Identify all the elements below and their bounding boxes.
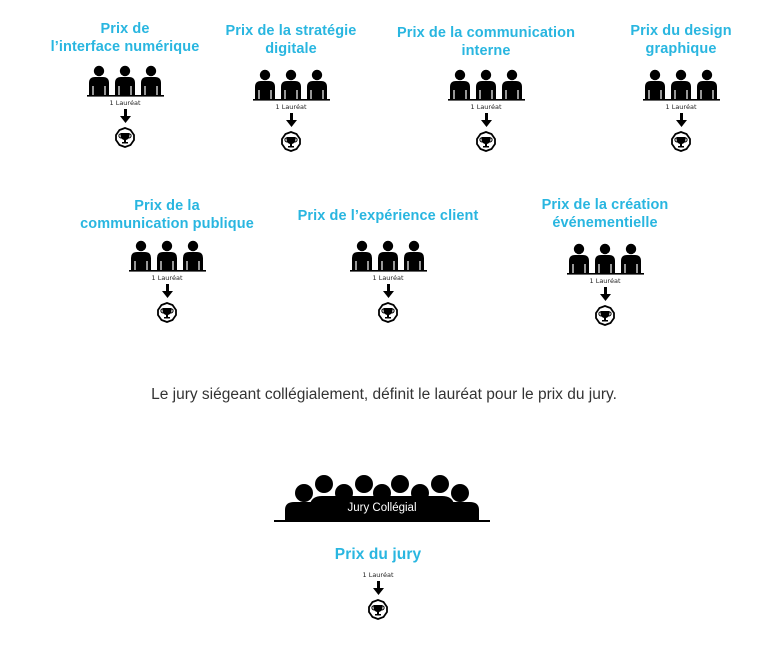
laureat-label: 1 Lauréat <box>151 274 183 282</box>
prize-title-line1: Prix de la stratégie <box>225 23 357 39</box>
prize-title-line2: l’interface numérique <box>50 39 200 55</box>
prize-strategie-digitale: Prix de la stratégie digitale 1 Lauréat <box>191 22 391 152</box>
prize-design-graphique: Prix du design graphique 1 Lauréat <box>581 22 768 152</box>
prize-title-line1: Prix de <box>100 21 150 37</box>
prize-title: Prix du design graphique <box>581 22 768 58</box>
prize-communication-interne: Prix de la communication interne 1 Lauré… <box>386 24 586 152</box>
jury-of-three-icon <box>252 69 330 101</box>
prize-title-line1: Prix de la création <box>541 197 669 213</box>
jury-of-three-icon <box>349 240 427 272</box>
laureat-label: 1 Lauréat <box>109 99 141 107</box>
laureat-label: 1 Lauréat <box>665 103 697 111</box>
trophy-icon <box>115 127 135 148</box>
prize-title: Prix de l’expérience client <box>288 207 488 225</box>
arrow-down-icon <box>119 109 131 123</box>
jury-of-three-icon <box>86 65 164 97</box>
collegial-jury-icon <box>274 475 490 522</box>
prize-title-line1: Prix de la communication <box>396 25 576 41</box>
prize-experience-client: Prix de l’expérience client 1 Lauréat <box>288 207 488 323</box>
jury-of-three-icon <box>128 240 206 272</box>
prize-title-line2: digitale <box>265 41 317 57</box>
jury-of-three-icon <box>566 243 644 275</box>
trophy-icon <box>476 131 496 152</box>
prize-title-line2: interne <box>461 43 511 59</box>
trophy-icon <box>281 131 301 152</box>
arrow-down-icon <box>675 113 687 127</box>
prize-title: Prix de la stratégie digitale <box>191 22 391 58</box>
prize-title: Prix de la communication interne <box>386 24 586 60</box>
laureat-label: 1 Lauréat <box>470 103 502 111</box>
laureat-label: 1 Lauréat <box>362 571 394 579</box>
prize-title: Prix du jury <box>334 546 422 563</box>
arrow-down-icon <box>372 581 384 595</box>
arrow-down-icon <box>599 287 611 301</box>
laureat-label: 1 Lauréat <box>589 277 621 285</box>
collegial-jury-label: Jury Collégial <box>347 502 417 514</box>
prize-communication-publique: Prix de la communication publique 1 Laur… <box>67 197 267 323</box>
jury-of-three-icon <box>447 69 525 101</box>
laureat-label: 1 Lauréat <box>275 103 307 111</box>
prize-title-line1: Prix de la <box>134 198 200 214</box>
trophy-icon <box>595 305 615 326</box>
trophy-icon <box>368 599 388 620</box>
laureat-label: 1 Lauréat <box>372 274 404 282</box>
jury-explanation-text: Le jury siégeant collégialement, définit… <box>151 386 617 403</box>
arrow-down-icon <box>480 113 492 127</box>
prize-title-line1: Prix du design <box>630 23 732 39</box>
arrow-down-icon <box>285 113 297 127</box>
prize-interface-numerique: Prix de l’interface numérique 1 Lauréat <box>25 20 225 148</box>
prize-creation-evenementielle: Prix de la création événementielle 1 Lau… <box>505 196 705 326</box>
trophy-icon <box>671 131 691 152</box>
prize-title: Prix de la création événementielle <box>505 196 705 232</box>
prize-title: Prix de la communication publique <box>67 197 267 233</box>
arrow-down-icon <box>382 284 394 298</box>
prize-title: Prix de l’interface numérique <box>25 20 225 56</box>
jury-of-three-icon <box>642 69 720 101</box>
prize-title-line2: graphique <box>645 41 717 57</box>
trophy-icon <box>157 302 177 323</box>
prize-title-line2: événementielle <box>552 215 658 231</box>
prize-title-line1: Prix de l’expérience client <box>297 208 479 224</box>
prize-title-line2: communication publique <box>80 216 254 232</box>
prize-jury: Prix du jury 1 Lauréat <box>278 546 478 620</box>
trophy-icon <box>378 302 398 323</box>
collegial-jury-group: Jury Collégial <box>272 474 492 526</box>
arrow-down-icon <box>161 284 173 298</box>
